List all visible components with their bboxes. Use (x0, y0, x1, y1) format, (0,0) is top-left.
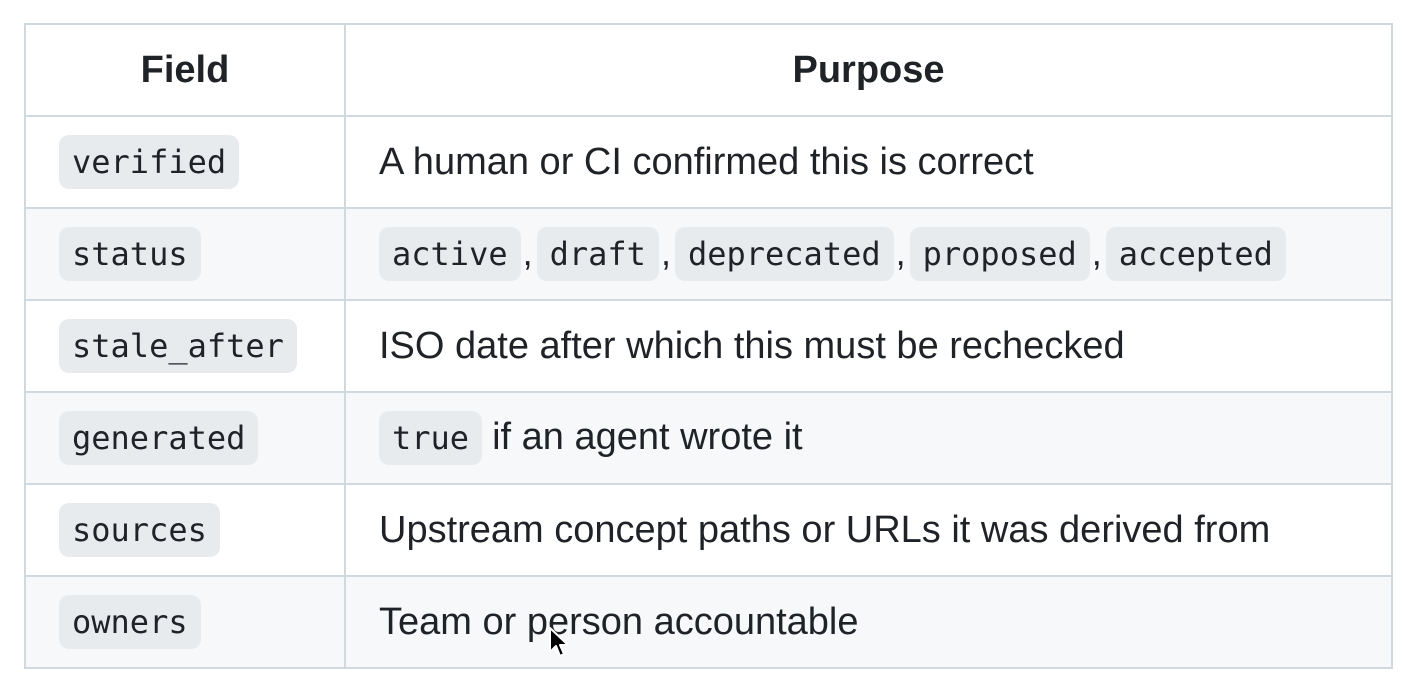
status-value-code: proposed (909, 227, 1090, 281)
purpose-cell: active,draft,deprecated,proposed,accepte… (344, 207, 1393, 301)
field-cell: status (24, 207, 346, 301)
fields-table: Field Purpose verified A human or CI con… (24, 23, 1393, 669)
mouse-pointer-icon (549, 627, 569, 657)
status-value-code: deprecated (674, 227, 894, 281)
table-header-row: Field Purpose (24, 23, 1393, 117)
status-value-code: active (379, 227, 521, 281)
table-row: sources Upstream concept paths or URLs i… (24, 483, 1393, 577)
status-value-code: draft (536, 227, 659, 281)
header-field: Field (24, 23, 346, 117)
field-cell: owners (24, 575, 346, 669)
header-purpose: Purpose (344, 23, 1393, 117)
field-code: status (59, 227, 201, 281)
separator: , (895, 232, 906, 273)
field-cell: sources (24, 483, 346, 577)
field-cell: verified (24, 115, 346, 209)
purpose-cell: Team or person accountable (344, 575, 1393, 669)
separator: , (522, 232, 533, 273)
field-code: owners (59, 595, 201, 649)
field-code: stale_after (59, 319, 297, 373)
fields-table-container: Field Purpose verified A human or CI con… (24, 23, 1393, 669)
purpose-cell: ISO date after which this must be rechec… (344, 299, 1393, 393)
table-row: owners Team or person accountable (24, 575, 1393, 669)
purpose-cell: Upstream concept paths or URLs it was de… (344, 483, 1393, 577)
field-code: generated (59, 411, 259, 465)
table-row: stale_after ISO date after which this mu… (24, 299, 1393, 393)
field-cell: generated (24, 391, 346, 485)
status-value-code: accepted (1105, 227, 1286, 281)
field-code: verified (59, 135, 240, 189)
field-cell: stale_after (24, 299, 346, 393)
purpose-text: if an agent wrote it (492, 416, 803, 458)
purpose-cell: A human or CI confirmed this is correct (344, 115, 1393, 209)
table-row: verified A human or CI confirmed this is… (24, 115, 1393, 209)
separator: , (1091, 232, 1102, 273)
table-row: status active,draft,deprecated,proposed,… (24, 207, 1393, 301)
field-code: sources (59, 503, 220, 557)
separator: , (660, 232, 671, 273)
true-value-code: true (379, 411, 483, 465)
